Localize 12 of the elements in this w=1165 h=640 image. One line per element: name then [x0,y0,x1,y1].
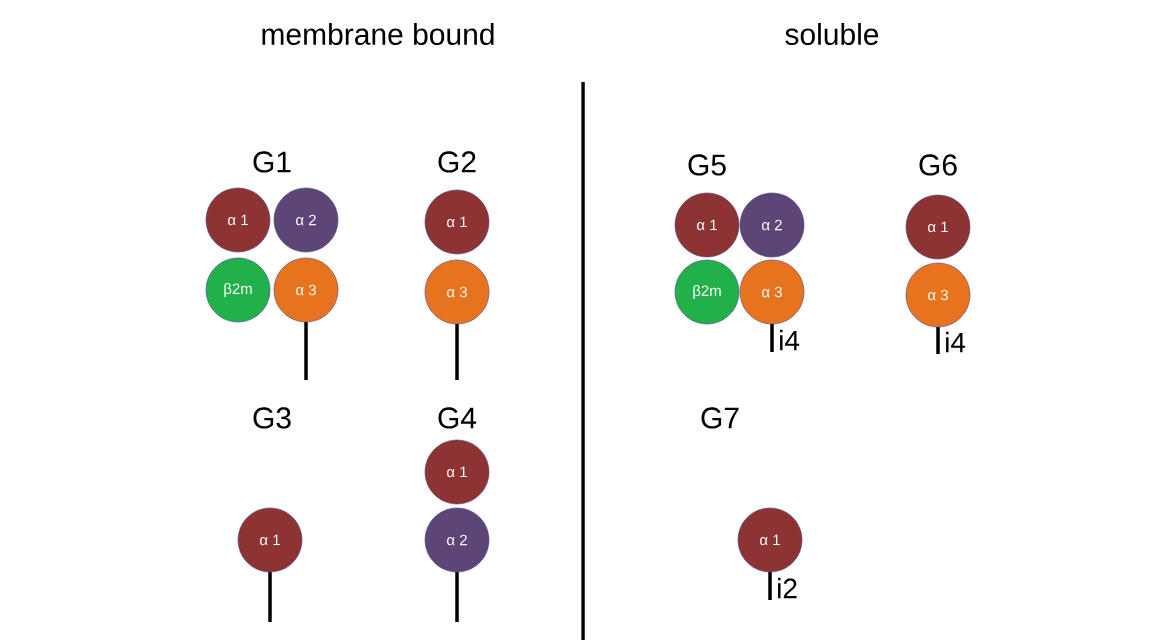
section-title: membrane bound [262,23,494,45]
domain-label: i2 [778,577,797,599]
group-label: G1 [253,151,291,173]
group-label: G6 [919,154,957,176]
group-label: G4 [438,407,477,429]
domain-label: i4 [780,329,800,351]
group-label: G7 [701,407,739,429]
domain-label: i4 [946,331,966,353]
group-label: G3 [253,407,291,429]
section-title: soluble [785,23,879,45]
group-label: G5 [688,154,726,176]
group-label: G2 [438,151,476,173]
